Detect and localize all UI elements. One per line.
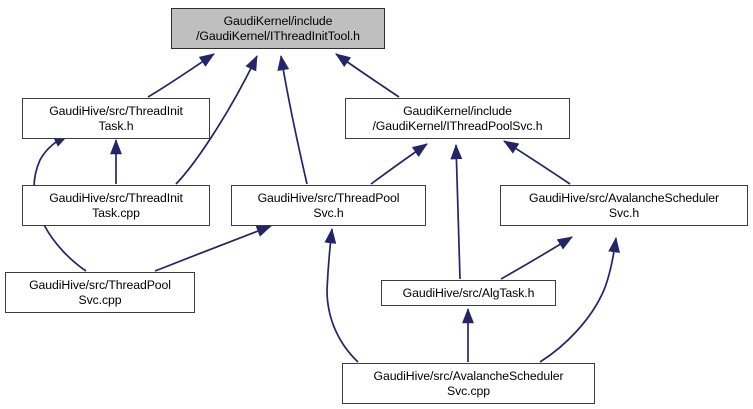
graph-edge-threadpoolsvc_h-to-ithreadinittool (277, 54, 308, 185)
graph-node-avalanchescheduler_cpp[interactable]: GaudiHive/src/AvalancheScheduler Svc.cpp (342, 363, 595, 404)
graph-edge-algtask_h-to-ithreadpoolsvc (450, 143, 463, 280)
graph-edge-threadpoolsvc_h-to-ithreadpoolsvc (370, 143, 428, 185)
graph-node-threadpoolsvc_cpp[interactable]: GaudiHive/src/ThreadPool Svc.cpp (5, 272, 195, 313)
graph-edge-threadpoolsvc_cpp-to-threadpoolsvc_h (154, 225, 272, 272)
graph-node-label: GaudiHive/src/AvalancheScheduler Svc.cpp (373, 369, 564, 398)
graph-node-algtask_h[interactable]: GaudiHive/src/AlgTask.h (381, 280, 556, 306)
graph-edge-threadinittask_h-to-ithreadinittool (147, 53, 215, 98)
graph-node-label: GaudiHive/src/ThreadInit Task.cpp (49, 191, 183, 220)
graph-node-threadpoolsvc_h[interactable]: GaudiHive/src/ThreadPool Svc.h (231, 185, 426, 226)
graph-node-threadinittask_cpp[interactable]: GaudiHive/src/ThreadInit Task.cpp (22, 185, 210, 226)
graph-edge-ithreadpoolsvc-to-ithreadinittool (335, 53, 400, 98)
graph-node-label: GaudiHive/src/AvalancheScheduler Svc.h (528, 191, 719, 220)
graph-node-label: GaudiHive/src/ThreadPool Svc.cpp (29, 278, 171, 307)
graph-node-avalanchescheduler_h[interactable]: GaudiHive/src/AvalancheScheduler Svc.h (500, 185, 748, 226)
graph-edge-avalanchescheduler_h-to-ithreadpoolsvc (503, 140, 571, 185)
graph-node-label: GaudiHive/src/ThreadPool Svc.h (257, 191, 400, 220)
graph-node-label: GaudiKernel/include /GaudiKernel/IThread… (196, 14, 360, 43)
graph-node-label: GaudiKernel/include /GaudiKernel/IThread… (372, 104, 543, 133)
graph-node-threadinittask_h[interactable]: GaudiHive/src/ThreadInit Task.h (22, 98, 210, 139)
graph-node-ithreadpoolsvc[interactable]: GaudiKernel/include /GaudiKernel/IThread… (345, 98, 570, 139)
graph-node-label: GaudiHive/src/ThreadInit Task.h (49, 104, 183, 133)
graph-edge-algtask_h-to-avalanchescheduler_h (500, 236, 573, 280)
graph-node-label: GaudiHive/src/AlgTask.h (402, 285, 535, 300)
graph-node-ithreadinittool[interactable]: GaudiKernel/include /GaudiKernel/IThread… (171, 8, 385, 49)
graph-edge-avalanchescheduler_cpp-to-threadpoolsvc_h (324, 227, 359, 363)
